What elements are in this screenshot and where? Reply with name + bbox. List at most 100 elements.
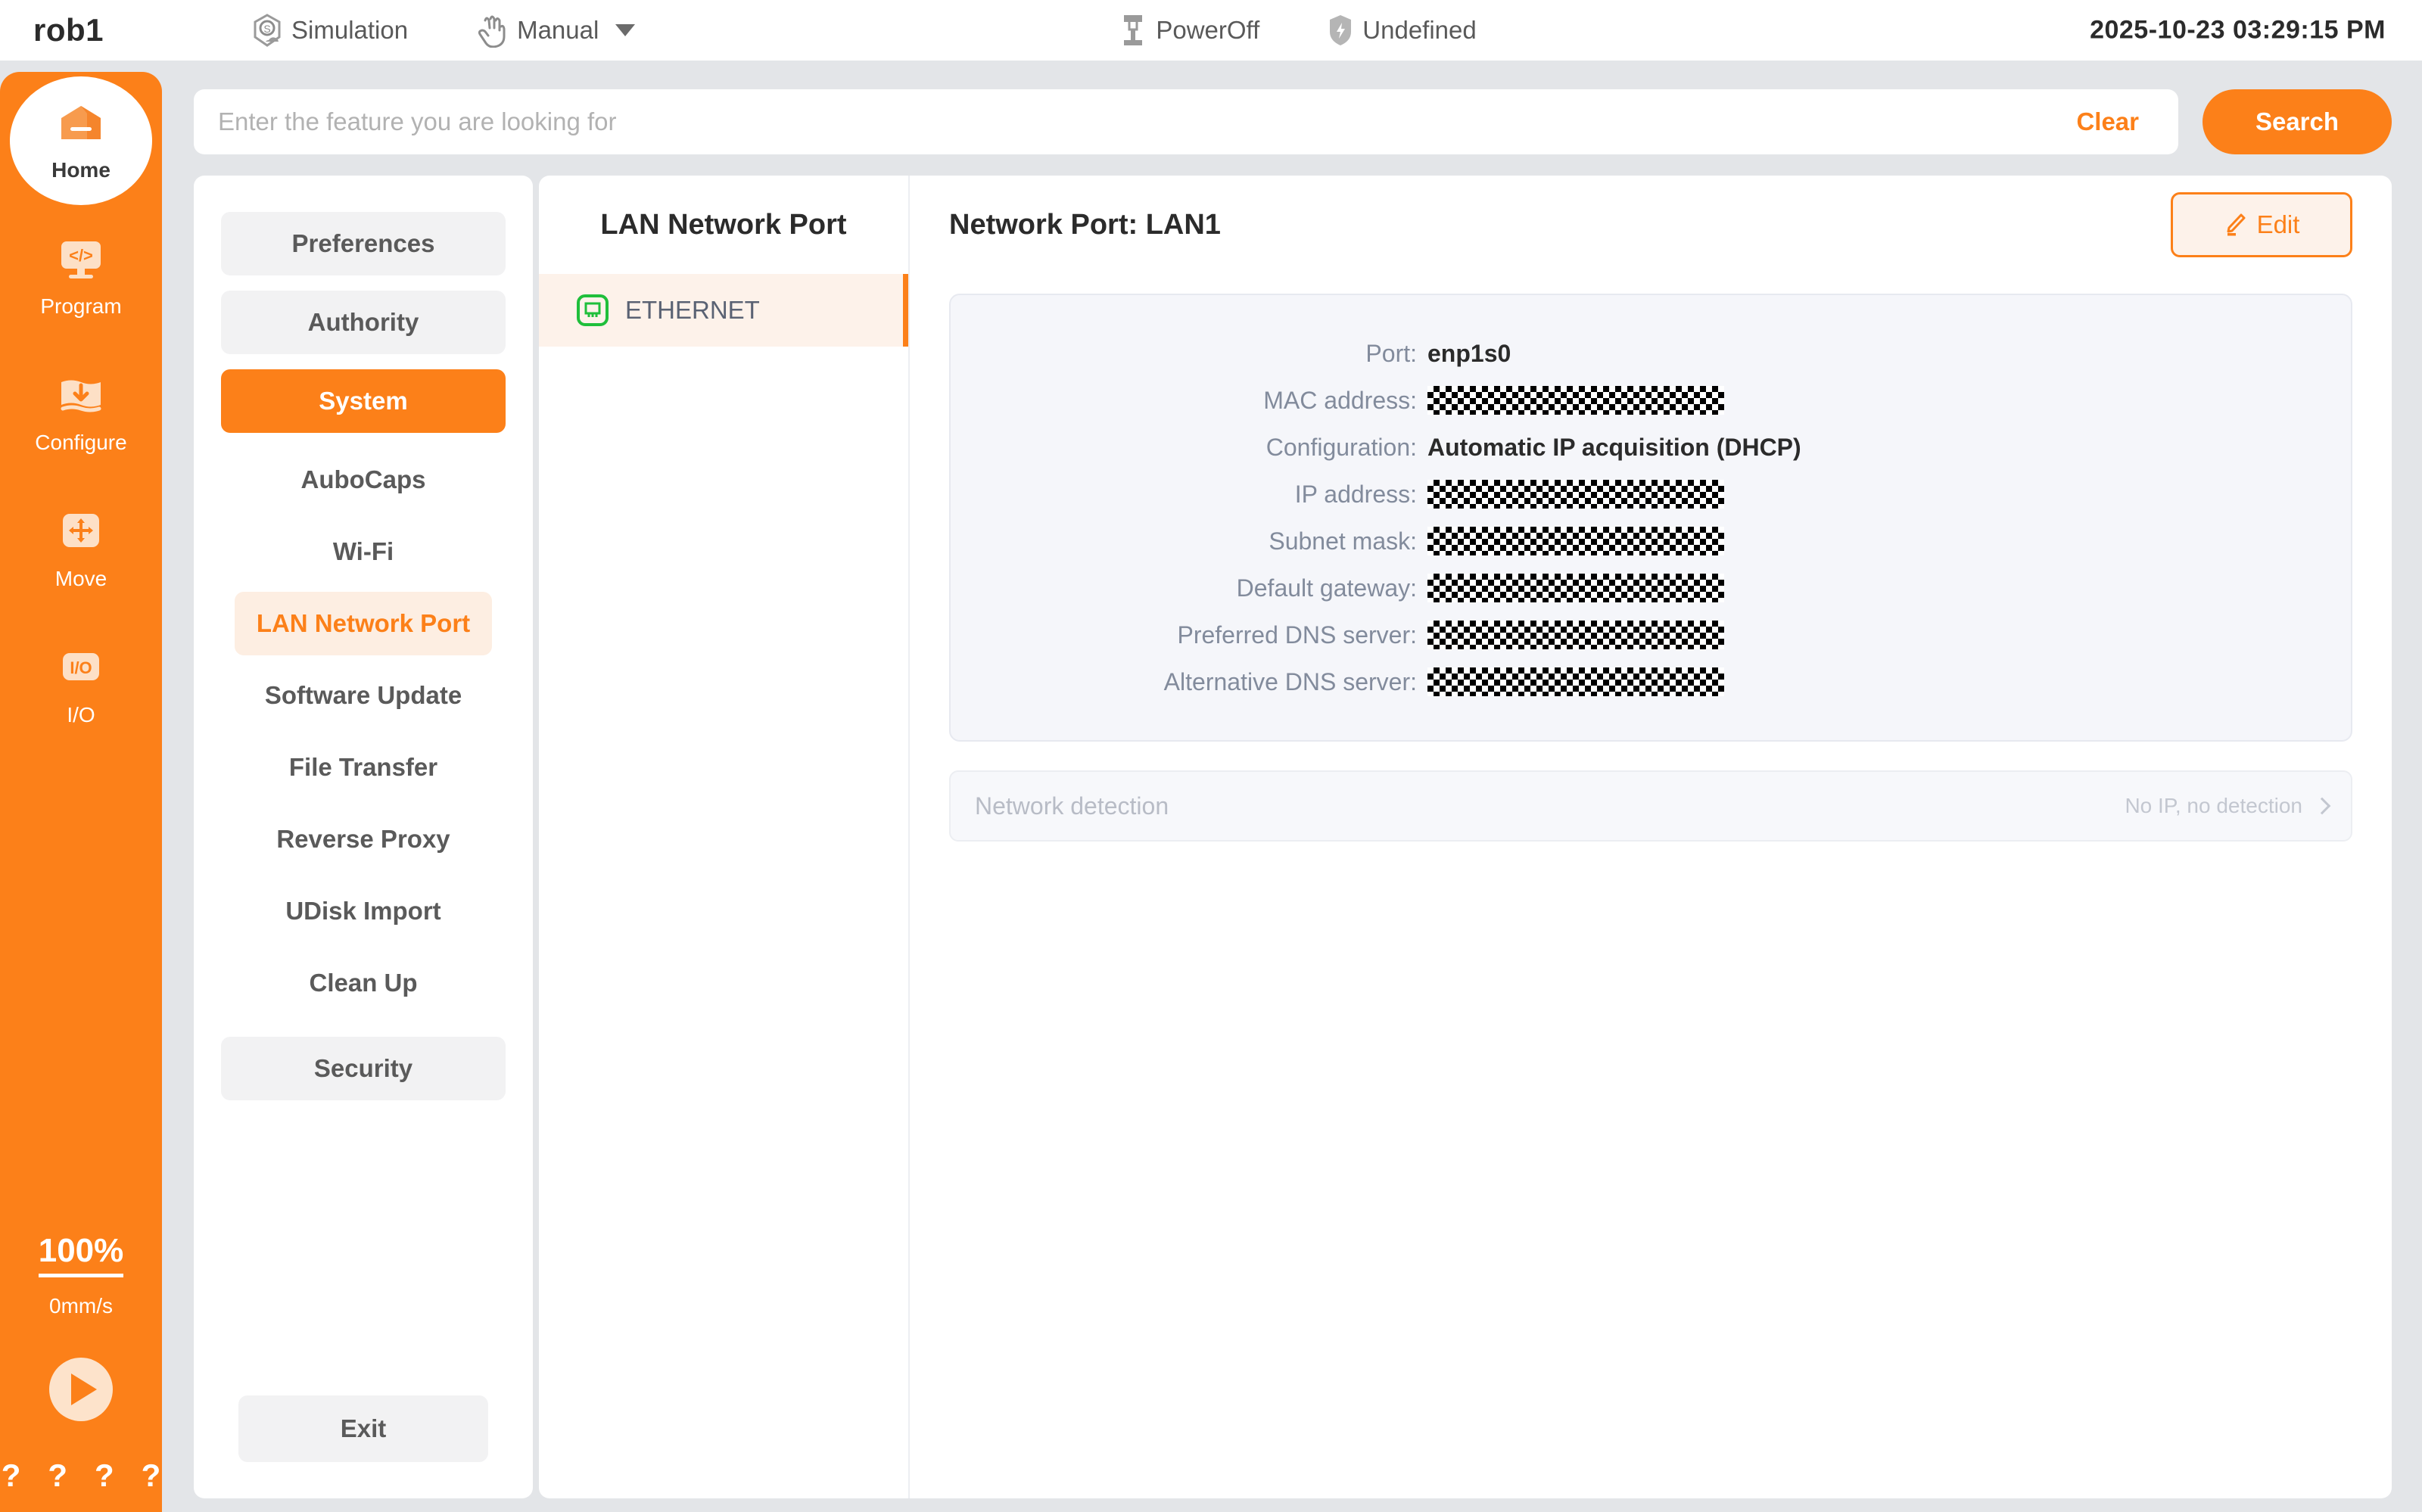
- rail-item-home[interactable]: Home: [0, 72, 162, 208]
- detail-row-mac-address: MAC address:: [951, 377, 2351, 424]
- nav-group-system[interactable]: System: [221, 369, 506, 433]
- port-list-item-ethernet[interactable]: ETHERNET: [539, 274, 908, 347]
- network-detection-row[interactable]: Network detection No IP, no detection: [949, 770, 2352, 842]
- safety-label: Undefined: [1362, 16, 1477, 44]
- simulation-label: Simulation: [291, 16, 409, 44]
- nav-item-lan-network-port[interactable]: LAN Network Port: [235, 592, 492, 655]
- detail-label-port: Port:: [1365, 339, 1417, 367]
- placeholder-2: ?: [48, 1458, 67, 1493]
- io-icon: I/O: [54, 642, 107, 695]
- power-status[interactable]: PowerOff: [1119, 13, 1259, 48]
- rail-item-configure[interactable]: Configure: [0, 344, 162, 481]
- network-detection-label: Network detection: [975, 792, 1169, 820]
- port-list-item-label: ETHERNET: [625, 296, 760, 324]
- speed-value: 0mm/s: [49, 1294, 113, 1318]
- detail-label-subnet-mask: Subnet mask:: [1269, 527, 1417, 555]
- rail-item-move[interactable]: Move: [0, 481, 162, 617]
- edit-button[interactable]: Edit: [2171, 192, 2352, 257]
- code-icon: </>: [54, 234, 107, 287]
- rail-label-home: Home: [51, 158, 111, 182]
- nav-item-wifi[interactable]: Wi-Fi: [332, 537, 394, 565]
- status-placeholders: ? ? ? ?: [2, 1458, 161, 1494]
- power-label: PowerOff: [1156, 16, 1260, 44]
- detail-row-port: Port: enp1s0: [951, 330, 2351, 377]
- nav-item-udisk-import[interactable]: UDisk Import: [285, 897, 441, 925]
- detail-value-preferred-dns-redacted: [1427, 621, 1724, 649]
- clear-button[interactable]: Clear: [2061, 107, 2154, 136]
- nav-item-reverse-proxy[interactable]: Reverse Proxy: [276, 825, 450, 853]
- network-detection-status: No IP, no detection: [2125, 794, 2302, 817]
- nav-group-preferences[interactable]: Preferences: [221, 212, 506, 275]
- robot-icon: [1119, 13, 1147, 48]
- search-button[interactable]: Search: [2203, 89, 2392, 154]
- rail-label-move: Move: [54, 567, 107, 590]
- detail-value-port: enp1s0: [1427, 339, 1511, 367]
- shield-icon: [1328, 14, 1353, 47]
- detail-row-alternative-dns: Alternative DNS server:: [951, 658, 2351, 705]
- detail-label-alternative-dns: Alternative DNS server:: [1163, 667, 1417, 695]
- svg-text:I/O: I/O: [70, 658, 92, 677]
- search-row: Clear Search: [194, 89, 2392, 154]
- exit-button[interactable]: Exit: [238, 1395, 488, 1462]
- simulation-status[interactable]: S Simulation: [252, 13, 408, 48]
- placeholder-4: ?: [141, 1458, 161, 1493]
- nav-item-aubocaps[interactable]: AuboCaps: [300, 465, 426, 493]
- search-input[interactable]: [218, 107, 2062, 136]
- chevron-down-icon[interactable]: [615, 24, 636, 36]
- port-detail-panel: Port: enp1s0 MAC address: Configuration:…: [949, 294, 2352, 742]
- edit-button-label: Edit: [2256, 210, 2300, 238]
- placeholder-3: ?: [95, 1458, 114, 1493]
- manual-label: Manual: [517, 16, 599, 44]
- rail-item-program[interactable]: </> Program: [0, 208, 162, 344]
- detail-label-preferred-dns: Preferred DNS server:: [1177, 621, 1417, 649]
- detail-label-default-gateway: Default gateway:: [1236, 574, 1417, 602]
- ethernet-port-icon: [577, 294, 609, 326]
- nav-group-security[interactable]: Security: [221, 1037, 506, 1100]
- nav-item-file-transfer[interactable]: File Transfer: [288, 753, 438, 781]
- settings-nav-panel: Preferences Authority System AuboCaps Wi…: [194, 176, 533, 1498]
- content-card: LAN Network Port ETHERNET Network Port: …: [539, 176, 2392, 1498]
- svg-text:</>: </>: [69, 246, 93, 265]
- hand-icon: [476, 13, 508, 48]
- nav-item-clean-up[interactable]: Clean Up: [309, 969, 418, 997]
- detail-row-subnet-mask: Subnet mask:: [951, 518, 2351, 565]
- port-detail-header: Network Port: LAN1 Edit: [949, 176, 2352, 274]
- detail-value-subnet-mask-redacted: [1427, 527, 1724, 555]
- rail-label-program: Program: [40, 294, 122, 318]
- detail-row-default-gateway: Default gateway:: [951, 565, 2351, 611]
- detail-value-ip-address-redacted: [1427, 480, 1724, 509]
- chevron-right-icon: [2313, 797, 2331, 815]
- svg-text:S: S: [263, 23, 270, 35]
- detail-row-configuration: Configuration: Automatic IP acquisition …: [951, 424, 2351, 471]
- nav-item-software-update[interactable]: Software Update: [264, 681, 462, 709]
- download-icon: [54, 370, 107, 423]
- simulation-icon: S: [252, 13, 282, 48]
- primary-nav-rail: Home </> Program Configure: [0, 72, 162, 1512]
- home-icon: [54, 98, 107, 151]
- nav-group-authority[interactable]: Authority: [221, 291, 506, 354]
- play-icon: [71, 1374, 97, 1405]
- detail-label-configuration: Configuration:: [1265, 433, 1417, 461]
- port-list-title: LAN Network Port: [600, 208, 847, 241]
- rail-label-configure: Configure: [35, 431, 127, 454]
- rail-label-io: I/O: [67, 703, 95, 726]
- detail-label-ip-address: IP address:: [1294, 480, 1417, 508]
- pencil-icon: [2224, 213, 2246, 237]
- detail-label-mac-address: MAC address:: [1263, 386, 1417, 414]
- detail-row-ip-address: IP address:: [951, 471, 2351, 518]
- speed-percent[interactable]: 100%: [38, 1234, 124, 1277]
- top-status-bar: rob1 S Simulation Manual: [0, 0, 2422, 61]
- detail-value-configuration: Automatic IP acquisition (DHCP): [1427, 433, 1801, 461]
- search-box[interactable]: Clear: [194, 89, 2178, 154]
- port-detail-column: Network Port: LAN1 Edit Port: enp1s0 MAC…: [910, 176, 2392, 1498]
- rail-item-io[interactable]: I/O I/O: [0, 617, 162, 753]
- detail-value-mac-address-redacted: [1427, 386, 1724, 415]
- detail-value-default-gateway-redacted: [1427, 574, 1724, 602]
- detail-row-preferred-dns: Preferred DNS server:: [951, 611, 2351, 658]
- manual-mode-selector[interactable]: Manual: [476, 13, 636, 48]
- safety-status[interactable]: Undefined: [1328, 14, 1477, 47]
- port-list-column: LAN Network Port ETHERNET: [539, 176, 910, 1498]
- move-arrows-icon: [54, 506, 107, 559]
- detail-value-alternative-dns-redacted: [1427, 667, 1724, 696]
- play-button[interactable]: [49, 1358, 113, 1421]
